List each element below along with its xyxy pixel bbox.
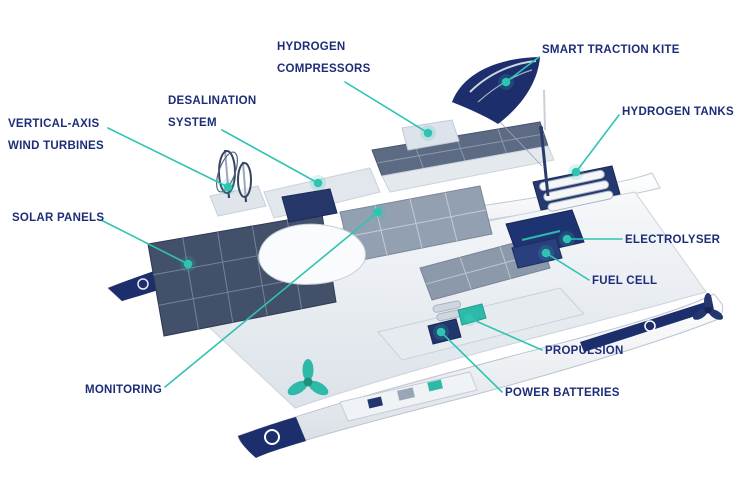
label-desalination-system-line-2: SYSTEM bbox=[168, 117, 217, 129]
port-propeller bbox=[287, 359, 329, 396]
far-superstructure-face bbox=[381, 145, 555, 193]
kite-rigging-line bbox=[499, 121, 543, 167]
cutaway-equipment-1 bbox=[367, 396, 383, 409]
leader-vertical-axis-wind-turbines bbox=[107, 127, 229, 188]
battery-cylinders bbox=[432, 300, 465, 322]
leader-lines bbox=[100, 56, 623, 393]
dot-wind-turbines bbox=[223, 182, 233, 192]
label-vertical-axis-wind-turbines-line-1: VERTICAL-AXIS bbox=[8, 118, 100, 130]
electrolyser-pipe bbox=[521, 230, 561, 241]
label-vertical-axis-wind-turbines: VERTICAL-AXIS WIND TURBINES bbox=[8, 113, 104, 157]
label-fuel-cell: FUEL CELL bbox=[592, 275, 658, 287]
leader-monitoring bbox=[164, 211, 379, 388]
hull-stern-stripe bbox=[580, 300, 714, 352]
leader-power-batteries bbox=[440, 331, 503, 393]
label-power-batteries: POWER BATTERIES bbox=[505, 387, 620, 399]
stern-propeller bbox=[692, 293, 724, 320]
propulsion-motor-unit bbox=[457, 303, 487, 326]
hydrogen-tank-cylinders bbox=[539, 169, 614, 212]
solar-panel-grid-center bbox=[345, 192, 487, 256]
label-hydrogen-tanks: HYDROGEN TANKS bbox=[622, 106, 734, 118]
label-hydrogen-compressors: HYDROGEN COMPRESSORS bbox=[277, 36, 371, 80]
dot-power-batteries bbox=[436, 327, 446, 337]
label-vertical-axis-wind-turbines-line-2: WIND TURBINES bbox=[8, 140, 104, 152]
leader-propulsion bbox=[468, 317, 543, 351]
solar-panel-grid-far bbox=[376, 128, 545, 169]
dot-desalination-system bbox=[313, 178, 323, 188]
leader-fuel-cell bbox=[545, 252, 590, 281]
cockpit-cabin bbox=[258, 223, 366, 285]
cabin-roof-box bbox=[281, 188, 338, 223]
label-propulsion: PROPULSION bbox=[545, 345, 624, 357]
label-desalination-system-line-1: DESALINATION bbox=[168, 95, 257, 107]
label-monitoring: MONITORING bbox=[85, 384, 163, 396]
dot-solar-panels bbox=[183, 259, 193, 269]
leader-hydrogen-tanks bbox=[575, 114, 620, 173]
starboard-bow-tip bbox=[238, 417, 306, 458]
label-hydrogen-compressors-line-1: HYDROGEN bbox=[277, 41, 346, 53]
vessel-illustration bbox=[107, 57, 724, 458]
label-smart-traction-kite: SMART TRACTION KITE bbox=[542, 44, 680, 56]
port-bow-logo bbox=[137, 278, 149, 290]
dot-fuel-cell bbox=[541, 248, 551, 258]
kite-stripe-1 bbox=[469, 60, 537, 93]
leader-smart-traction-kite bbox=[505, 56, 540, 83]
label-desalination-system: DESALINATION SYSTEM bbox=[168, 90, 256, 134]
dot-smart-traction-kite bbox=[501, 77, 511, 87]
wind-turbine-rotor-2 bbox=[237, 162, 252, 198]
dot-hydrogen-tanks bbox=[571, 167, 581, 177]
cutaway-equipment-2 bbox=[397, 387, 415, 401]
marker-dots bbox=[180, 74, 584, 340]
mast-top bbox=[539, 126, 543, 130]
mast-boom bbox=[543, 89, 546, 131]
label-solar-panels: SOLAR PANELS bbox=[12, 212, 105, 224]
label-electrolyser: ELECTROLYSER bbox=[625, 234, 721, 246]
cutaway-equipment-3 bbox=[427, 379, 443, 392]
mast bbox=[539, 127, 550, 197]
stern-logo bbox=[644, 320, 656, 332]
dot-electrolyser bbox=[562, 234, 572, 244]
leader-hydrogen-compressors bbox=[344, 81, 429, 134]
dot-monitoring bbox=[373, 207, 383, 217]
starboard-bow-logo bbox=[264, 429, 280, 445]
fuel-cell-unit bbox=[511, 237, 563, 269]
wind-turbine-rotor-1b bbox=[216, 151, 238, 193]
leader-solar-panels bbox=[100, 219, 189, 265]
dot-hydrogen-compressors bbox=[423, 128, 433, 138]
label-hydrogen-compressors-line-2: COMPRESSORS bbox=[277, 63, 371, 75]
dot-propulsion bbox=[464, 313, 474, 323]
leader-desalination-system bbox=[221, 129, 319, 184]
